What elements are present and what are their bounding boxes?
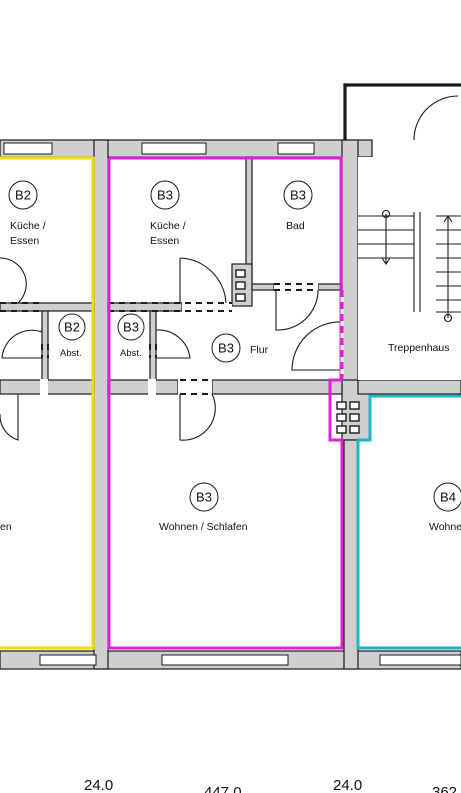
door-swing [291,321,343,371]
tag-b2-kueche: B2 [15,188,31,203]
dimension-2: 447.0 [204,784,242,793]
door-thresholds [0,283,318,395]
label-treppenhaus: Treppenhaus [388,342,450,354]
tag-b2-abst: B2 [64,320,80,335]
shaft-square [235,293,246,302]
wall-b3-stair [341,139,359,391]
label-b3-flur: Flur [250,344,269,356]
room-tags [8,180,461,512]
door-openings [40,283,318,395]
shaft-squares [235,269,360,434]
shaft-square [336,413,347,422]
door-swing [179,393,216,441]
door-swings [0,95,459,441]
tag-b3-abst: B3 [123,320,139,335]
window [39,654,97,666]
dimension-1: 24.0 [84,777,113,793]
label-b3-wohnen: Wohnen / Schlafen [159,521,248,533]
door-swing [179,257,227,304]
bath-wall-left [251,283,275,291]
label-b2-kueche-2: Essen [10,235,39,247]
unit-b3-outline [107,156,344,650]
label-b3-kueche-1: Küche / [150,220,186,232]
door-swing [413,95,459,141]
dimension-3: 24.0 [333,777,362,793]
corridor-wall-stair-bottom [357,379,461,395]
door-swing [1,329,43,359]
shaft-square [235,269,246,278]
tag-b4-wohnen: B4 [440,490,456,505]
tag-b3-bad: B3 [290,188,306,203]
bath-wall-right [317,283,343,291]
windows [3,142,461,666]
label-b2-kueche-1: Küche / [10,220,46,232]
shaft-square [336,425,347,434]
tag-b3-flur: B3 [218,341,234,356]
label-b2-wohnen: en [0,521,12,533]
window [141,142,207,155]
label-b3-abst: Abst. [120,348,142,359]
window [379,654,461,666]
wall-b3-b4 [343,439,359,670]
label-b4-wohnen: Wohne [429,521,461,533]
stair-roof-line [343,83,461,87]
door-swing [0,257,27,304]
unit-b2-outline [0,156,95,650]
wall-b2-b3 [93,139,109,670]
label-b3-kueche-2: Essen [150,235,179,247]
window [161,654,289,666]
corridor-wall-top-left [0,302,95,312]
label-b3-bad: Bad [286,220,305,232]
shaft-square [349,425,360,434]
door-swing [0,393,19,441]
shaft-square [336,401,347,410]
dimension-4: 362 [432,784,457,793]
door-swing [275,289,319,331]
corridor-wall-top-mid [107,302,183,312]
staircase [358,157,461,380]
tag-b3-kueche: B3 [157,188,173,203]
corridor-wall-bottom-mid-b [211,379,343,395]
door-swing [155,329,191,359]
corridor-wall-bottom-mid-a [107,379,179,395]
walls [0,83,461,670]
window [3,142,53,155]
unit-b4-outline [356,394,461,650]
shaft-square [235,281,246,290]
tag-b3-wohnen: B3 [196,490,212,505]
shaft-square [349,401,360,410]
window [277,142,315,155]
label-b2-abst: Abst. [60,348,82,359]
stair-roof-post [343,83,347,141]
shaft-square [349,413,360,422]
